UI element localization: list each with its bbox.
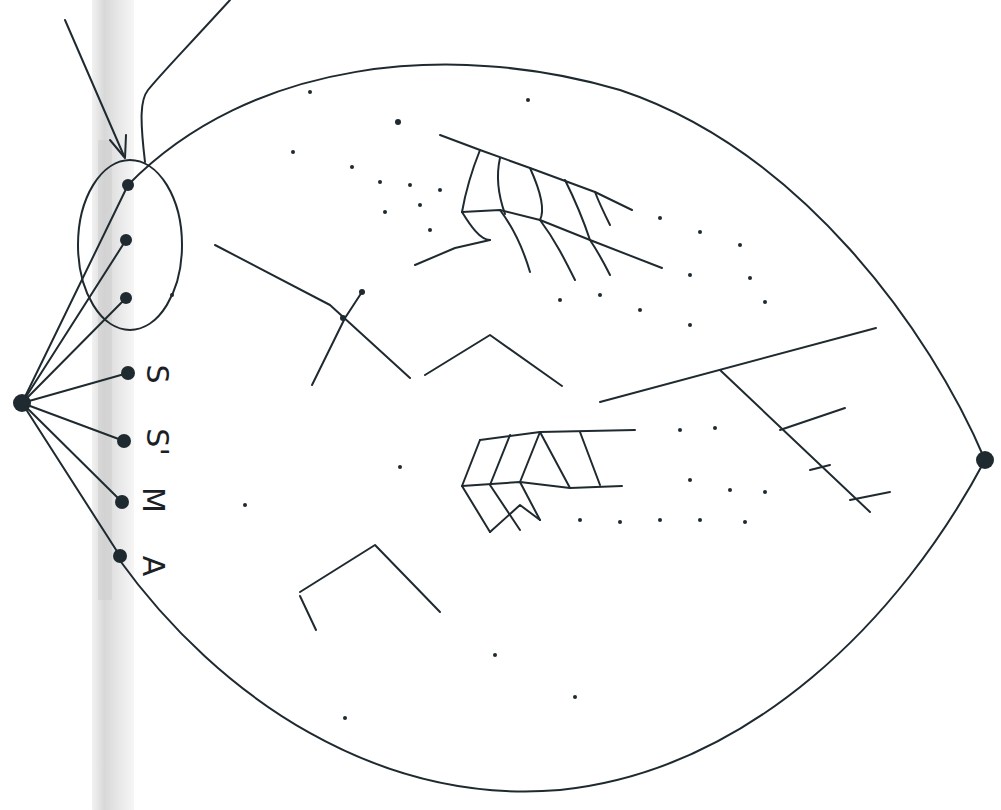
- leader-line: [142, 0, 230, 162]
- upper-grid: [415, 135, 662, 280]
- binding-strip: [92, 0, 134, 810]
- vein-label: M: [138, 487, 168, 513]
- vein-label: A: [138, 556, 168, 577]
- leaf-outline: [118, 65, 985, 792]
- lower-grid: [462, 430, 635, 532]
- grouping-oval: [78, 160, 182, 330]
- vein-label: S': [142, 428, 172, 455]
- zigzag-veins: [215, 245, 562, 630]
- vein-label: S: [142, 364, 172, 383]
- pointer-arrow: [65, 20, 126, 158]
- midrib: [600, 328, 890, 512]
- vein-lines: [22, 185, 128, 556]
- vein-dots: [13, 90, 994, 720]
